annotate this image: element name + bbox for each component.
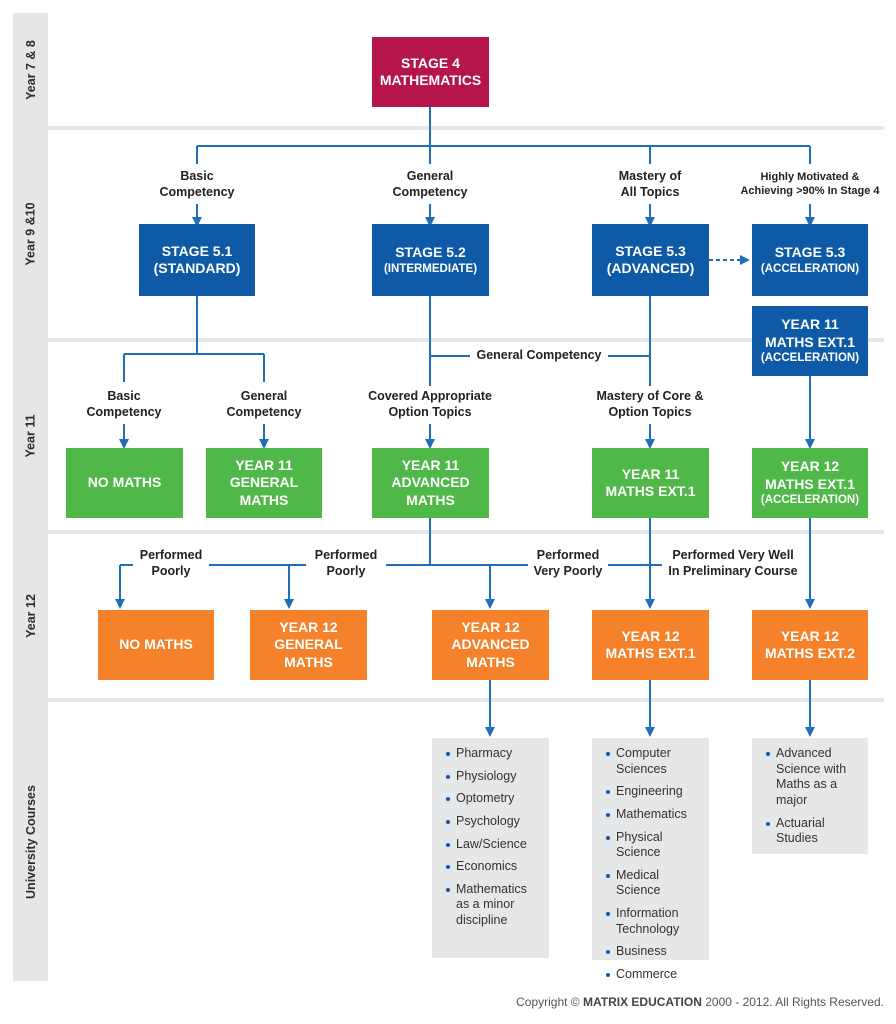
list-item: Engineering [606, 784, 703, 800]
stage53-acceleration-box: STAGE 5.3(ACCELERATION) [752, 224, 868, 296]
list-item: Mathematics as a minor discipline [446, 882, 543, 929]
courses-advanced-list: Pharmacy Physiology Optometry Psychology… [432, 738, 549, 958]
courses-ext2-list: Advanced Science with Maths as a major A… [752, 738, 868, 854]
label-highly-motivated: Highly Motivated &Achieving >90% In Stag… [735, 170, 885, 199]
stage51-standard-box: STAGE 5.1(STANDARD) [139, 224, 255, 296]
year12-no-maths-box: NO MATHS [98, 610, 214, 680]
list-item: Physical Science [606, 830, 703, 861]
list-item: Actuarial Studies [766, 816, 862, 847]
list-item: Optometry [446, 791, 543, 807]
list-item: Psychology [446, 814, 543, 830]
list-item: Business [606, 944, 703, 960]
list-item: Mathematics [606, 807, 703, 823]
list-item: Economics [446, 859, 543, 875]
list-item: Pharmacy [446, 746, 543, 762]
list-item: Law/Science [446, 837, 543, 853]
list-item: Advanced Science with Maths as a major [766, 746, 862, 809]
list-item: Computer Sciences [606, 746, 703, 777]
list-item: Physiology [446, 769, 543, 785]
label-mastery-core-option: Mastery of Core &Option Topics [585, 388, 715, 421]
stage52-intermediate-box: STAGE 5.2(INTERMEDIATE) [372, 224, 489, 296]
label-general-competency-mid: General Competency [470, 347, 608, 364]
list-item: Medical Science [606, 868, 703, 899]
courses-ext1-list: Computer Sciences Engineering Mathematic… [592, 738, 709, 981]
copyright-footer: Copyright © MATRIX EDUCATION 2000 - 2012… [516, 995, 884, 1009]
year11-no-maths-box: NO MATHS [66, 448, 183, 518]
stage53-advanced-box: STAGE 5.3(ADVANCED) [592, 224, 709, 296]
list-item: Commerce [606, 967, 703, 983]
list-item: Information Technology [606, 906, 703, 937]
